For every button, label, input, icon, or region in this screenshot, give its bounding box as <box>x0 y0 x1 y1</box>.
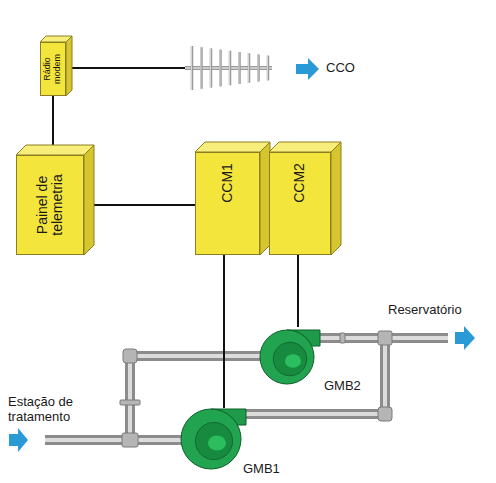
signal-wire <box>297 255 299 327</box>
pump-set: GMB1 <box>180 408 246 470</box>
flow-arrow <box>296 58 319 80</box>
pump-tag: GMB1 <box>243 462 280 476</box>
flow-arrow <box>455 326 475 350</box>
telemetry-panel: Painel de telemetria <box>16 155 84 255</box>
destination-label: Reservatório <box>388 303 462 318</box>
pipe-network <box>45 331 448 447</box>
yagi-antenna <box>185 46 272 90</box>
pump-set: GMB2 <box>258 327 320 385</box>
centrifugal-pump <box>258 327 320 385</box>
box-label: CCM1 <box>220 153 235 213</box>
box-label: Painel de telemetria <box>35 159 66 251</box>
radio-modem-box: Rádio modem <box>40 42 66 96</box>
motor-control-center: CCM2 <box>269 152 331 255</box>
signal-wire <box>52 96 54 155</box>
box-label: CCM2 <box>292 153 307 213</box>
flow-arrow <box>9 428 28 452</box>
pump-tag: GMB2 <box>324 379 361 393</box>
centrifugal-pump <box>180 408 246 470</box>
signal-wire <box>223 255 225 408</box>
antenna-cable <box>72 67 192 69</box>
box-label: Rádio modem <box>43 45 63 93</box>
motor-control-center: CCM1 <box>195 152 260 255</box>
source-label: Estação de tratamento <box>8 395 92 425</box>
signal-wire <box>84 204 195 206</box>
destination-label: CCO <box>326 61 355 76</box>
